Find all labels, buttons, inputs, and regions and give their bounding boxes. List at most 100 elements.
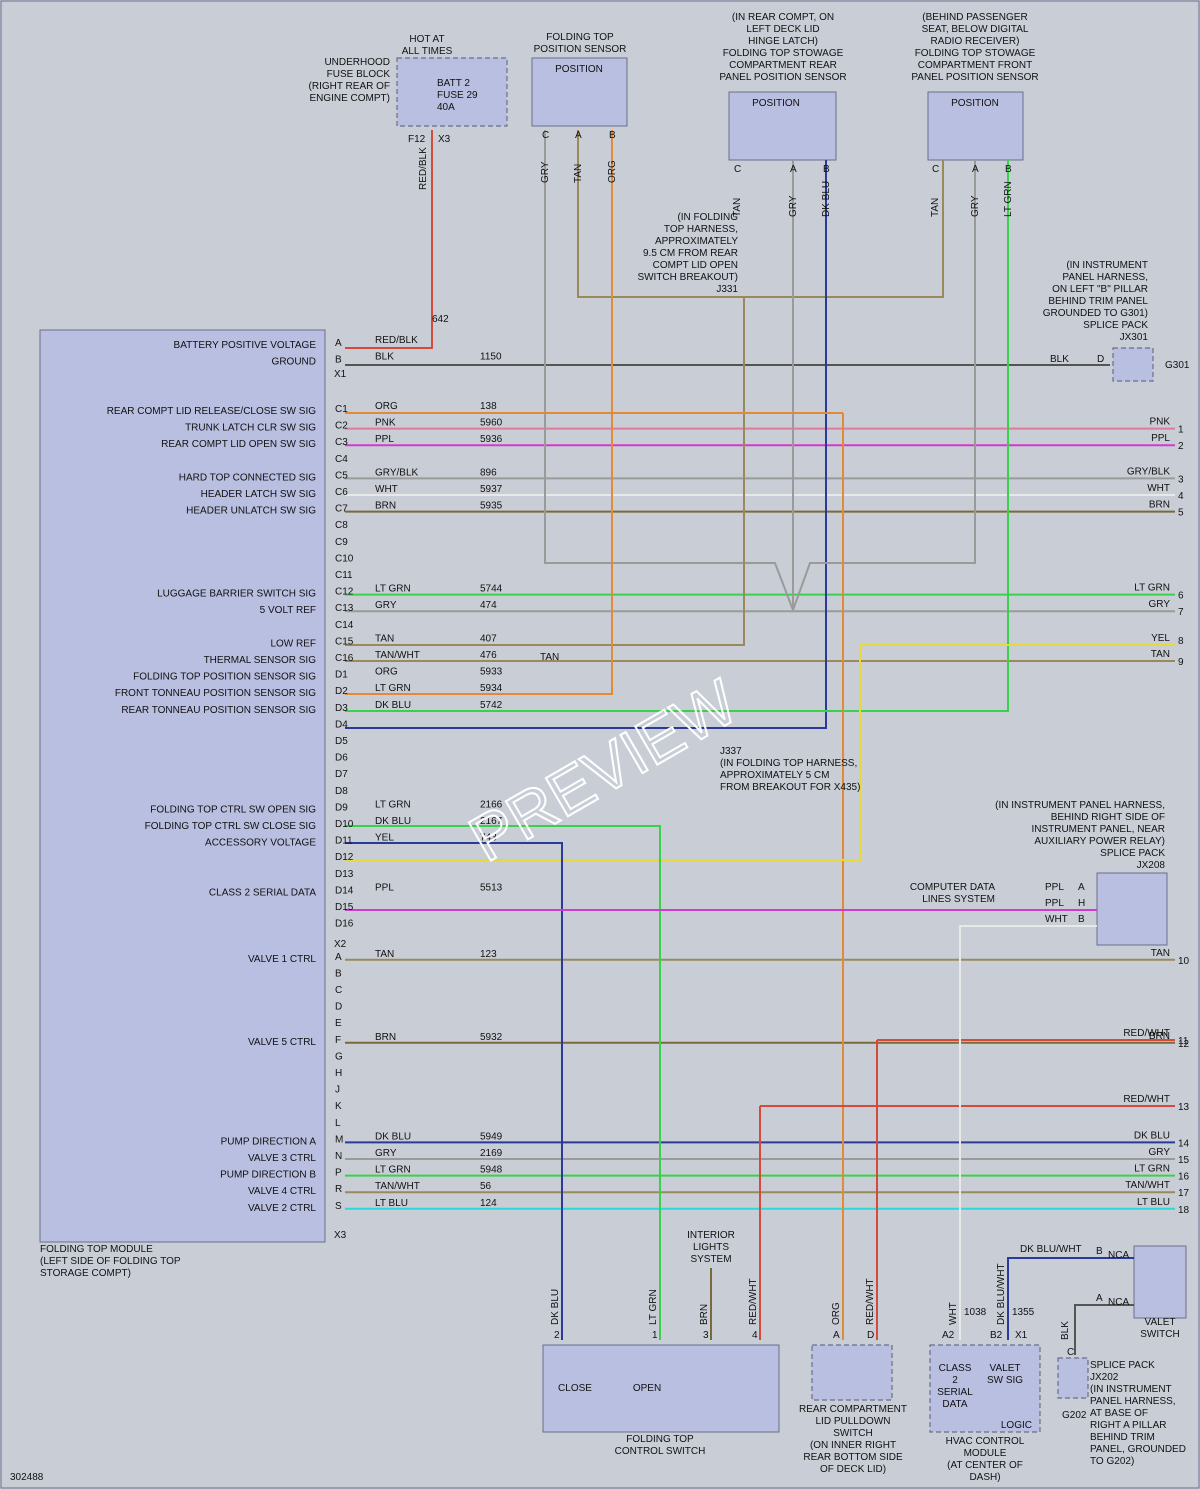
right-ref-number: 6 bbox=[1178, 591, 1184, 602]
right-wire-label: PNK bbox=[1149, 417, 1170, 428]
right-wire-label: BRN bbox=[1149, 500, 1170, 511]
fuse-block-label: UNDERHOOD bbox=[324, 57, 390, 68]
pulldown-pin: D bbox=[867, 1330, 874, 1341]
circuit-number: 5935 bbox=[480, 501, 503, 512]
wire-color-label: TAN bbox=[375, 949, 394, 960]
circuit-number: 5513 bbox=[480, 882, 503, 893]
pulldown-label: REAR BOTTOM SIDE bbox=[803, 1452, 903, 1463]
jx208-label: (IN INSTRUMENT PANEL HARNESS, bbox=[995, 800, 1165, 811]
sensor-pin: C bbox=[542, 130, 549, 141]
wire-color-label: DK BLU bbox=[375, 1131, 411, 1142]
right-ref-number: 5 bbox=[1178, 508, 1184, 519]
sensor-title: PANEL POSITION SENSOR bbox=[719, 72, 846, 83]
battery-wire bbox=[345, 130, 433, 349]
folding-top-control-switch-box bbox=[542, 1344, 780, 1433]
sensor-title: RADIO RECEIVER) bbox=[931, 36, 1020, 47]
hvac-wire: WHT bbox=[948, 1302, 959, 1325]
pin-number: E bbox=[335, 1018, 342, 1029]
valet-label: VALET bbox=[1145, 1317, 1176, 1328]
wire-color-label: TAN/WHT bbox=[375, 650, 420, 661]
pulldown-pin: A bbox=[833, 1330, 840, 1341]
pin-signal-label: 5 VOLT REF bbox=[260, 605, 316, 616]
folding-top-position-sensor-box bbox=[531, 57, 628, 127]
j331-label: COMPT LID OPEN bbox=[653, 260, 738, 271]
right-wire-label: BRN bbox=[1149, 1031, 1170, 1042]
front-tonneau-wire bbox=[345, 160, 1009, 712]
right-ref-number: 9 bbox=[1178, 657, 1184, 668]
wire-color-label: LT GRN bbox=[375, 584, 411, 595]
right-wire-label: GRY bbox=[1149, 599, 1171, 610]
sensor-wire-label: GRY bbox=[788, 195, 799, 217]
jx202-label: RIGHT A PILLAR bbox=[1090, 1420, 1167, 1431]
j331-label: 9.5 CM FROM REAR bbox=[643, 248, 738, 259]
jx301-label: (IN INSTRUMENT bbox=[1066, 260, 1148, 271]
circuit-number: 2169 bbox=[480, 1148, 503, 1159]
wire-color-label: PPL bbox=[375, 882, 394, 893]
pin-number: C12 bbox=[335, 587, 354, 598]
jx202-label: TO G202) bbox=[1090, 1456, 1134, 1467]
fuse-label: 40A bbox=[437, 102, 455, 113]
wht-class2 bbox=[959, 925, 1097, 1340]
ctrl-wire: BRN bbox=[699, 1304, 710, 1325]
hvac-control-module-box bbox=[929, 1344, 1041, 1433]
sensor-inner-label: POSITION bbox=[752, 98, 800, 109]
module-label: FOLDING TOP MODULE bbox=[40, 1244, 153, 1255]
module-label: (LEFT SIDE OF FOLDING TOP bbox=[40, 1256, 181, 1267]
right-ref-number: 18 bbox=[1178, 1205, 1190, 1216]
sensor-title: SEAT, BELOW DIGITAL bbox=[922, 24, 1029, 35]
pin-signal-label: LUGGAGE BARRIER SWITCH SIG bbox=[157, 589, 316, 600]
jx208-wire: PPL bbox=[1045, 882, 1064, 893]
pin-number: M bbox=[335, 1134, 343, 1145]
pin-signal-label: REAR COMPT LID RELEASE/CLOSE SW SIG bbox=[107, 406, 317, 417]
hvac-pin: B2 bbox=[990, 1330, 1003, 1341]
pin-signal-label: HEADER UNLATCH SW SIG bbox=[186, 506, 316, 517]
circuit-number: 743 bbox=[480, 833, 497, 844]
jx301-label: ON LEFT "B" PILLAR bbox=[1052, 284, 1148, 295]
valet-label: SWITCH bbox=[1140, 1329, 1179, 1340]
sensor-title: POSITION SENSOR bbox=[534, 44, 627, 55]
ltgrn-open bbox=[345, 825, 661, 1340]
jx202-label: AT BASE OF bbox=[1090, 1408, 1148, 1419]
right-ref-number: 17 bbox=[1178, 1188, 1190, 1199]
circuit-number: 123 bbox=[480, 949, 497, 960]
pin-signal-label: FOLDING TOP POSITION SENSOR SIG bbox=[133, 672, 316, 683]
pin-number: D4 bbox=[335, 719, 348, 730]
sensor-wire-label: ORG bbox=[607, 160, 618, 183]
sensor-inner-label: POSITION bbox=[951, 98, 999, 109]
circuit-number: 476 bbox=[480, 650, 497, 661]
sensor-pin: B bbox=[609, 130, 616, 141]
pin-signal-label: FRONT TONNEAU POSITION SENSOR SIG bbox=[115, 688, 316, 699]
connector-x3: X3 bbox=[334, 1230, 347, 1241]
pin-number: N bbox=[335, 1151, 342, 1162]
jx208-label: AUXILIARY POWER RELAY) bbox=[1034, 836, 1165, 847]
underhood-fuse-block bbox=[396, 57, 508, 127]
sensor-pin: A bbox=[972, 164, 979, 175]
pin-number: D15 bbox=[335, 902, 354, 913]
pin-number: D bbox=[335, 1002, 342, 1013]
pulldown-label: LID PULLDOWN bbox=[815, 1416, 890, 1427]
right-wire-label: PPL bbox=[1151, 433, 1170, 444]
g202-label: G202 bbox=[1062, 1410, 1087, 1421]
jx208-label: BEHIND RIGHT SIDE OF bbox=[1051, 812, 1165, 823]
interior-lights-label: INTERIOR bbox=[687, 1230, 735, 1241]
connector-label: X2 bbox=[334, 939, 347, 950]
j337-label: J337 bbox=[720, 746, 742, 757]
ctrl-wire: RED/WHT bbox=[748, 1278, 759, 1325]
pin-number: B bbox=[335, 355, 342, 366]
wire-color-label: GRY bbox=[375, 600, 397, 611]
sensor-pin: B bbox=[1005, 164, 1012, 175]
jx208-wire: WHT bbox=[1045, 914, 1068, 925]
pin-number: C9 bbox=[335, 537, 348, 548]
open-label: OPEN bbox=[633, 1383, 661, 1394]
jx301-label: PANEL HARNESS, bbox=[1062, 272, 1148, 283]
pin-number: H bbox=[335, 1068, 342, 1079]
jx208-pin: B bbox=[1078, 914, 1085, 925]
class2-label: 2 bbox=[952, 1375, 958, 1386]
circuit-number: 5960 bbox=[480, 418, 503, 429]
fuse-label: FUSE 29 bbox=[437, 90, 478, 101]
sensor-title: FOLDING TOP STOWAGE bbox=[723, 48, 844, 59]
sensor-title: COMPARTMENT REAR bbox=[729, 60, 837, 71]
circuit-number: 5936 bbox=[480, 434, 503, 445]
right-wire-label: GRY bbox=[1149, 1147, 1171, 1158]
interior-lights-label: SYSTEM bbox=[690, 1254, 731, 1265]
